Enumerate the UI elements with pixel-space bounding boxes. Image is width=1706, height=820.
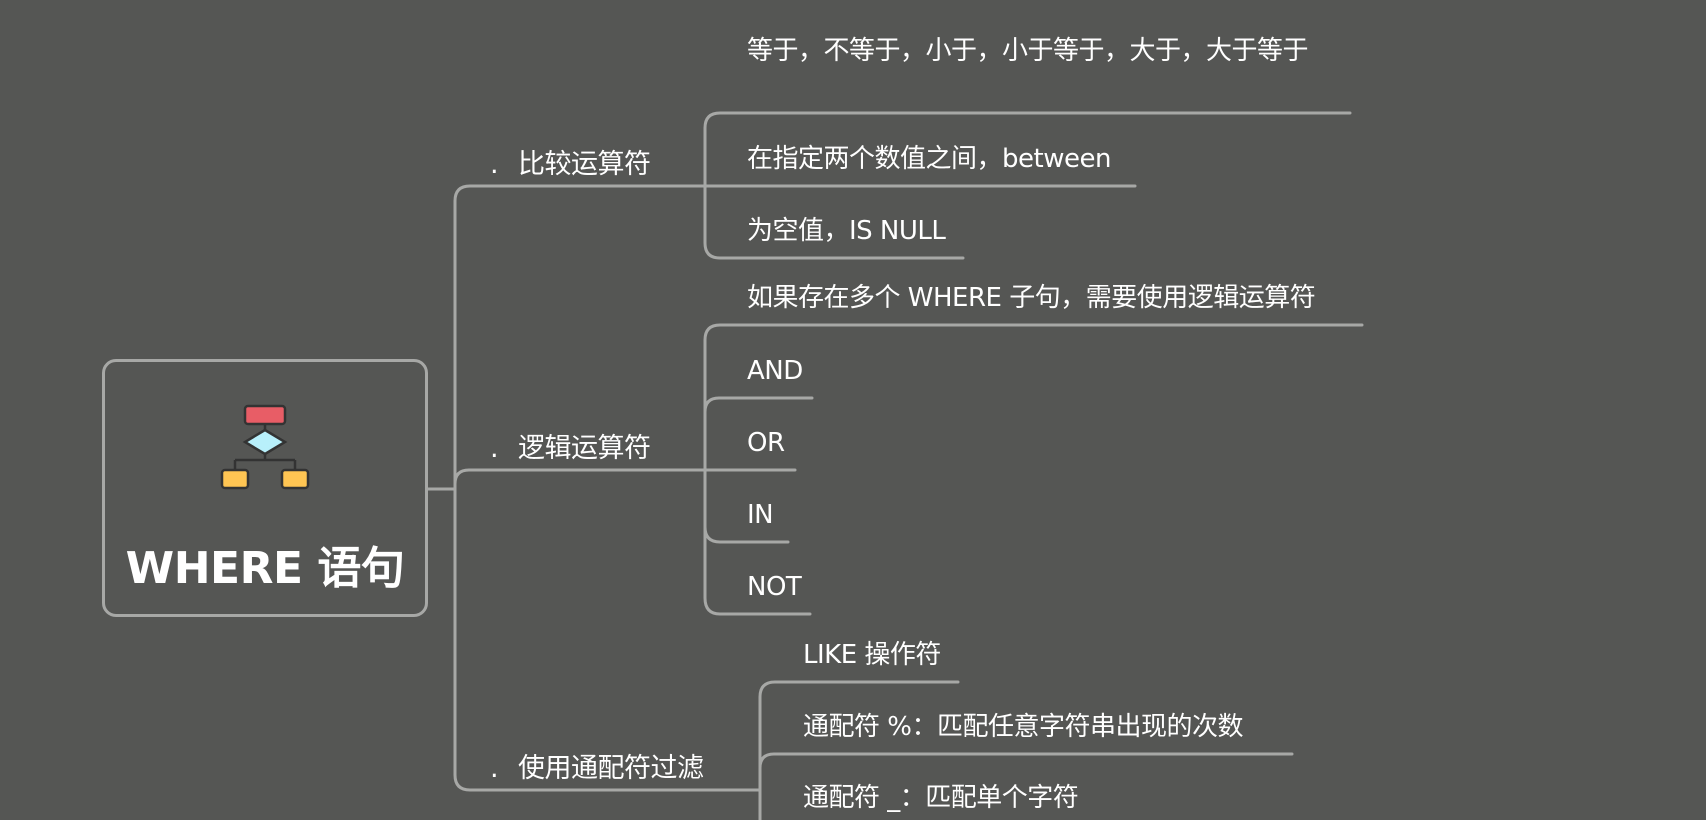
branch-label: 使用通配符过滤 <box>518 753 704 784</box>
branch-wildcard-filter[interactable]: . 使用通配符过滤 <box>490 746 704 785</box>
leaf-logical-or[interactable]: OR <box>747 428 785 458</box>
leaf-logical-not[interactable]: NOT <box>747 572 802 602</box>
branch-marker: . <box>490 433 499 464</box>
branch-3-bracket <box>758 680 960 820</box>
branch-marker: . <box>490 149 499 180</box>
leaf-comparison-between[interactable]: 在指定两个数值之间，between <box>747 144 1111 174</box>
leaf-logical-intro[interactable]: 如果存在多个 WHERE 子句，需要使用逻辑运算符 <box>747 283 1316 313</box>
leaf-logical-and[interactable]: AND <box>747 356 803 386</box>
flowchart-icon <box>220 404 310 490</box>
root-title: WHERE 语句 <box>125 543 405 594</box>
root-topic[interactable]: WHERE 语句 <box>102 359 428 617</box>
leaf-logical-in[interactable]: IN <box>747 500 774 530</box>
branch-2-in-line <box>703 525 790 544</box>
leaf-comparison-equal[interactable]: 等于，不等于，小于，小于等于，大于，大于等于 <box>747 36 1309 66</box>
branch-label: 逻辑运算符 <box>518 433 651 464</box>
leaf-wildcard-like[interactable]: LIKE 操作符 <box>803 640 941 670</box>
branch-2-connector <box>453 468 707 486</box>
branch-comparison-operators[interactable]: . 比较运算符 <box>490 142 651 181</box>
branch-label: 比较运算符 <box>518 149 651 180</box>
leaf-wildcard-percent[interactable]: 通配符 %：匹配任意字符串出现的次数 <box>803 712 1243 742</box>
branch-logical-operators[interactable]: . 逻辑运算符 <box>490 426 651 465</box>
leaf-wildcard-underscore[interactable]: 通配符 _：匹配单个字符 <box>803 783 1079 813</box>
leaf-comparison-null[interactable]: 为空值，IS NULL <box>747 216 946 246</box>
branch-marker: . <box>490 753 499 784</box>
branch-2-and-line <box>703 396 814 414</box>
branch-2-bracket-top <box>703 323 1364 616</box>
branch-3-child-2-line <box>758 752 1294 770</box>
trunk-connector <box>453 184 762 792</box>
